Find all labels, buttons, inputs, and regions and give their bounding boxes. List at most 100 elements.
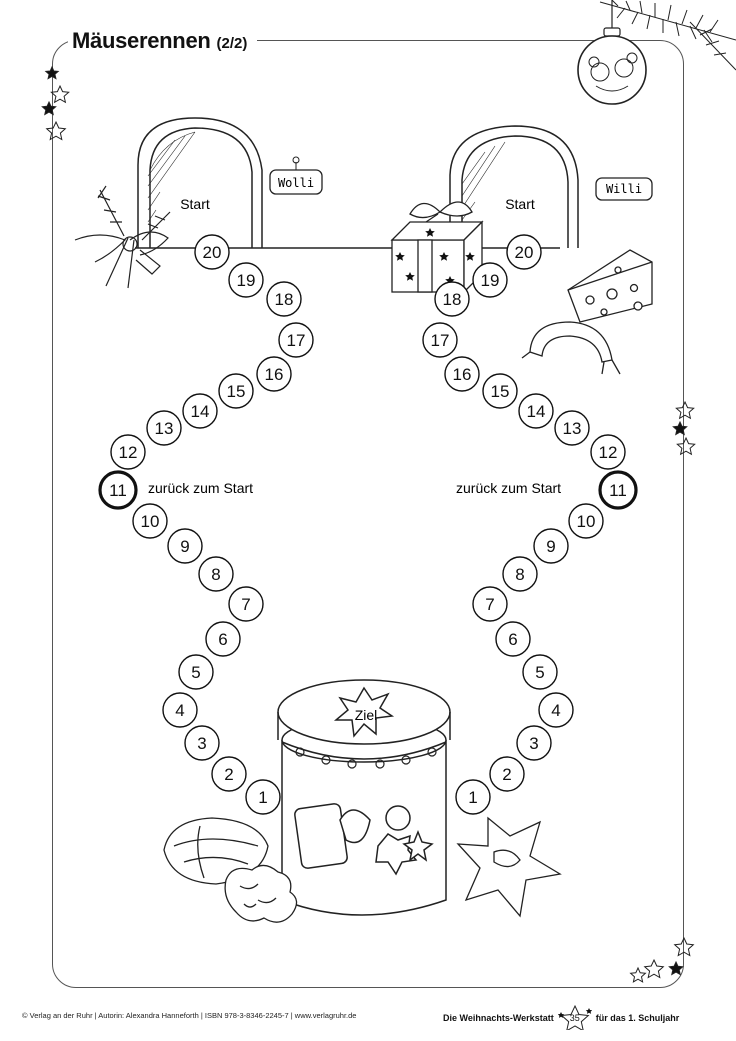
left-sign-text: Wolli bbox=[278, 176, 314, 190]
footer-book-title: Die Weihnachts-Werkstatt bbox=[443, 1013, 554, 1023]
goal-label: Ziel bbox=[355, 707, 378, 723]
left-track-number-6: 6 bbox=[218, 630, 227, 649]
left-track-number-9: 9 bbox=[180, 537, 189, 556]
right-back-to-start-label: zurück zum Start bbox=[456, 480, 561, 496]
right-track-field-4 bbox=[538, 692, 574, 728]
left-track-field-3 bbox=[184, 725, 220, 761]
left-track-number-20: 20 bbox=[203, 243, 222, 262]
star-icon bbox=[45, 120, 67, 141]
star-icon bbox=[44, 65, 60, 80]
right-track-field-16 bbox=[444, 356, 480, 392]
star-icon bbox=[41, 100, 57, 116]
right-track-field-17 bbox=[422, 322, 458, 358]
left-back-to-start-label: zurück zum Start bbox=[148, 480, 253, 496]
right-track-number-3: 3 bbox=[529, 734, 538, 753]
right-name-sign: Willi bbox=[595, 177, 653, 201]
left-track-field-10 bbox=[132, 503, 168, 539]
right-track-number-5: 5 bbox=[535, 663, 544, 682]
right-track-number-9: 9 bbox=[546, 537, 555, 556]
left-track-field-8 bbox=[198, 556, 234, 592]
left-track-number-3: 3 bbox=[197, 734, 206, 753]
left-start-label: Start bbox=[180, 196, 210, 212]
left-track-field-11 bbox=[98, 470, 138, 510]
decorative-stars bbox=[41, 65, 696, 983]
worksheet-title: Mäuserennen (2/2) bbox=[68, 28, 258, 54]
left-track-field-1 bbox=[245, 779, 281, 815]
right-track-field-13 bbox=[554, 410, 590, 446]
left-mouse-hole bbox=[137, 117, 263, 248]
right-track-number-6: 6 bbox=[508, 630, 517, 649]
right-track-number-17: 17 bbox=[431, 331, 450, 350]
right-track-field-18 bbox=[434, 281, 470, 317]
star-icon bbox=[673, 936, 695, 957]
star-cookie-illustration bbox=[456, 816, 562, 918]
left-track-field-9 bbox=[167, 528, 203, 564]
left-track-number-16: 16 bbox=[265, 365, 284, 384]
left-track-number-15: 15 bbox=[227, 382, 246, 401]
left-track-field-18 bbox=[266, 281, 302, 317]
right-track-number-16: 16 bbox=[453, 365, 472, 384]
right-track-number-14: 14 bbox=[527, 402, 546, 421]
right-track-field-6 bbox=[495, 621, 531, 657]
left-track-number-11: 11 bbox=[109, 481, 127, 500]
right-track-field-7 bbox=[472, 586, 508, 622]
christmas-bow-illustration bbox=[74, 185, 171, 289]
footer-credits: © Verlag an der Ruhr | Autorin: Alexandr… bbox=[22, 1011, 357, 1020]
right-track-field-3 bbox=[516, 725, 552, 761]
page-subtitle: (2/2) bbox=[216, 35, 248, 52]
right-sign-text: Willi bbox=[606, 182, 642, 196]
left-track-field-7 bbox=[228, 586, 264, 622]
left-track-field-17 bbox=[278, 322, 314, 358]
right-track-number-13: 13 bbox=[563, 419, 582, 438]
left-track-field-20 bbox=[194, 234, 230, 270]
right-track-field-1 bbox=[455, 779, 491, 815]
right-start-label: Start bbox=[505, 196, 535, 212]
right-track-field-11 bbox=[598, 470, 638, 510]
right-track-field-5 bbox=[522, 654, 558, 690]
left-track-number-7: 7 bbox=[241, 595, 250, 614]
star-icon bbox=[668, 960, 684, 976]
right-track-field-10 bbox=[568, 503, 604, 539]
left-track-field-5 bbox=[178, 654, 214, 690]
left-track-number-18: 18 bbox=[275, 290, 294, 309]
left-track-field-4 bbox=[162, 692, 198, 728]
page-number-badge: 35 bbox=[557, 1004, 592, 1030]
left-track-number-17: 17 bbox=[287, 331, 306, 350]
star-icon bbox=[629, 966, 647, 983]
right-track-number-2: 2 bbox=[502, 765, 511, 784]
walnut-illustration bbox=[163, 817, 269, 885]
right-track-number-8: 8 bbox=[515, 565, 524, 584]
page-number: 35 bbox=[569, 1013, 580, 1023]
page-title: Mäuserennen bbox=[72, 28, 211, 53]
left-track-number-14: 14 bbox=[191, 402, 210, 421]
right-track-number-11: 11 bbox=[609, 481, 627, 500]
left-track-number-10: 10 bbox=[141, 512, 160, 531]
left-name-sign: Wolli bbox=[269, 156, 323, 195]
left-track-field-6 bbox=[205, 621, 241, 657]
star-icon bbox=[643, 958, 665, 979]
right-track-number-12: 12 bbox=[599, 443, 618, 462]
star-icon bbox=[675, 400, 695, 420]
left-track-number-19: 19 bbox=[237, 271, 256, 290]
left-track-field-14 bbox=[182, 393, 218, 429]
page-frame bbox=[52, 40, 684, 988]
right-track-field-15 bbox=[482, 373, 518, 409]
ornament-ball-illustration bbox=[577, 0, 647, 105]
right-track-field-20 bbox=[506, 234, 542, 270]
left-track-number-5: 5 bbox=[191, 663, 200, 682]
left-track-field-15 bbox=[218, 373, 254, 409]
right-track-number-4: 4 bbox=[551, 701, 560, 720]
left-track-number-2: 2 bbox=[224, 765, 233, 784]
left-track-field-13 bbox=[146, 410, 182, 446]
star-icon bbox=[557, 1004, 592, 1030]
star-icon bbox=[672, 420, 688, 436]
left-track-number-4: 4 bbox=[175, 701, 184, 720]
left-track-number-8: 8 bbox=[211, 565, 220, 584]
right-track-field-14 bbox=[518, 393, 554, 429]
right-track-number-7: 7 bbox=[485, 595, 494, 614]
right-track-number-18: 18 bbox=[443, 290, 462, 309]
footer-book-info: Die Weihnachts-Werkstatt 35 für das 1. S… bbox=[443, 1004, 679, 1030]
left-track-number-1: 1 bbox=[258, 788, 267, 807]
